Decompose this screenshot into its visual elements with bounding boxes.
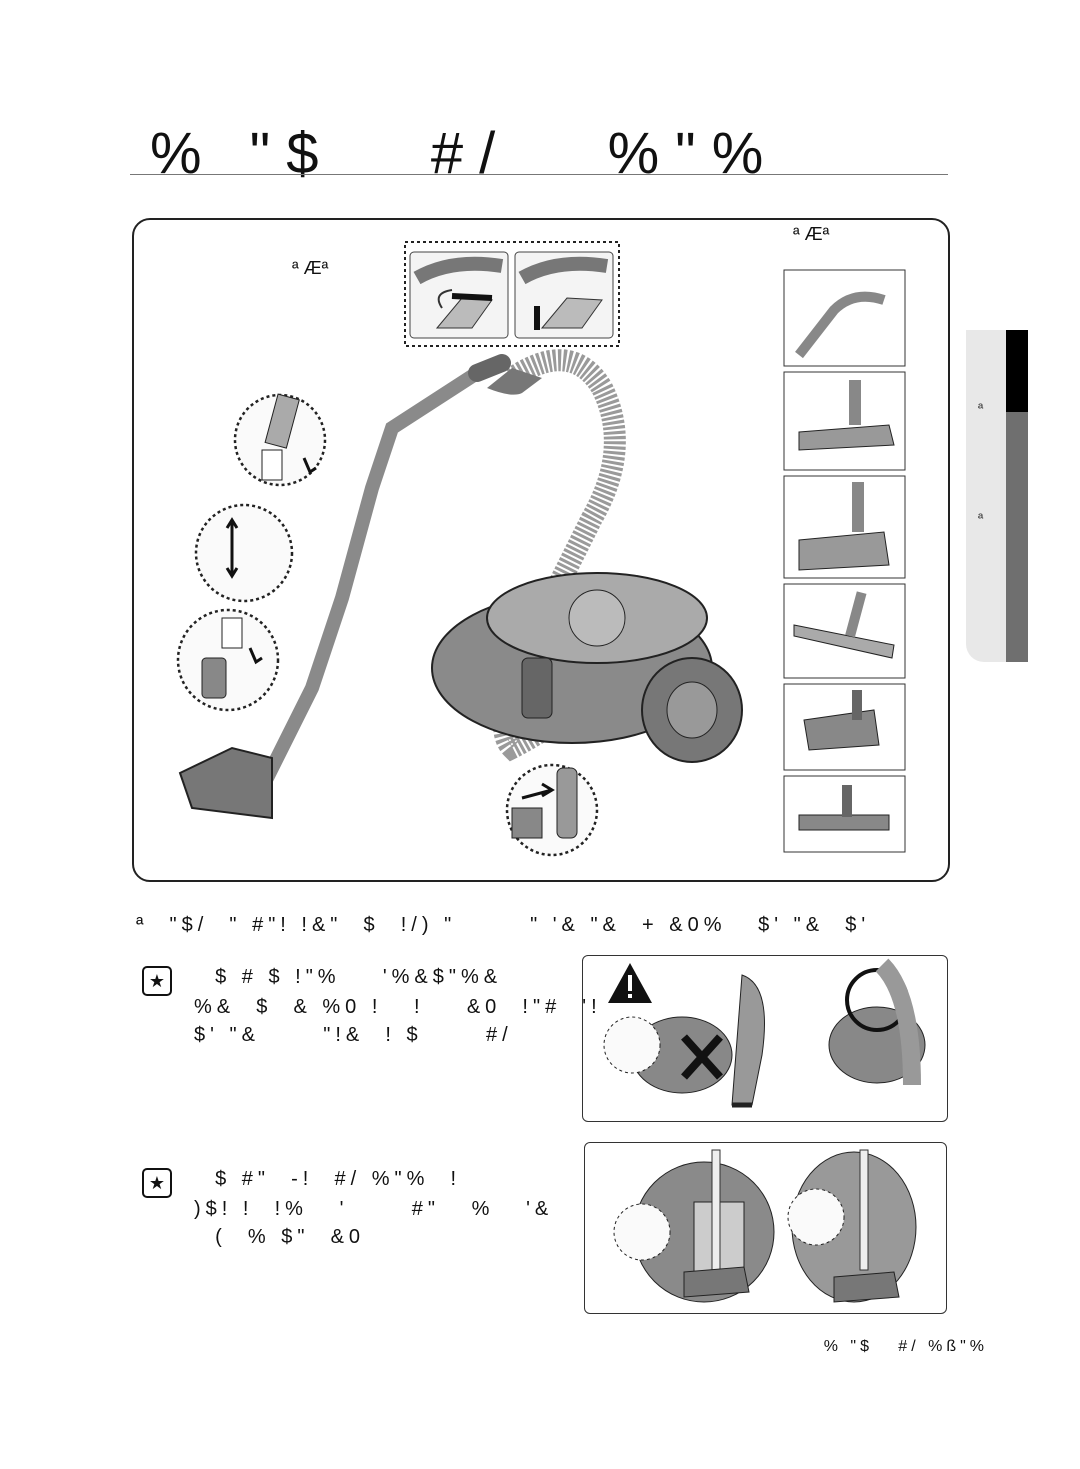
accessory-floor-brush bbox=[783, 371, 906, 471]
assembly-figure-frame bbox=[132, 218, 950, 882]
accessories-label: ª Æª bbox=[793, 224, 830, 244]
note-2-line-1: $ #" -! #/ %"% ! bbox=[194, 1168, 462, 1190]
page-footer: % "$ #/ %ß"% bbox=[823, 1338, 988, 1355]
storage-illustration bbox=[613, 1149, 917, 1303]
chapter-tab-inactive[interactable] bbox=[1006, 412, 1028, 662]
page-title: % "$ #/ %"% bbox=[150, 121, 780, 186]
storage-illustration-box bbox=[584, 1142, 947, 1314]
star-icon: ★ bbox=[142, 966, 172, 996]
carry-warning-illustration-box bbox=[582, 955, 948, 1122]
hose-detail-inset bbox=[404, 241, 620, 347]
star-icon: ★ bbox=[142, 1168, 172, 1198]
note-1-line-3: $' "& "!& ! $ #/ bbox=[194, 1024, 513, 1046]
note-2-line-2: )$! ! !% ' #" % '& bbox=[194, 1198, 554, 1220]
vacuum-assembly-illustration bbox=[176, 241, 743, 857]
note-2-line-3: ( % $" &0 bbox=[194, 1226, 366, 1248]
note-1-line-1: $ # $ !"% '%&$"%& bbox=[194, 966, 503, 988]
title-rule bbox=[130, 174, 948, 175]
chapter-tab-upper-label: ª bbox=[978, 400, 984, 416]
chapter-tab-lower-label: ª bbox=[978, 510, 984, 526]
accessory-column bbox=[783, 269, 906, 860]
intro-instruction: ª "$/ " #"! !&" $ !/) " " '& "& + &0% $'… bbox=[136, 914, 871, 936]
chapter-tab-active[interactable] bbox=[1006, 330, 1028, 412]
hose-label: ª Æª bbox=[292, 258, 329, 278]
accessory-images bbox=[783, 269, 906, 853]
chapter-sidebar bbox=[966, 330, 1006, 662]
cross-icon bbox=[681, 1034, 723, 1080]
note-1-line-2: %& $ & %0 ! ! &0 !"# '! bbox=[194, 996, 602, 1018]
carry-warning-illustration bbox=[603, 958, 926, 1108]
